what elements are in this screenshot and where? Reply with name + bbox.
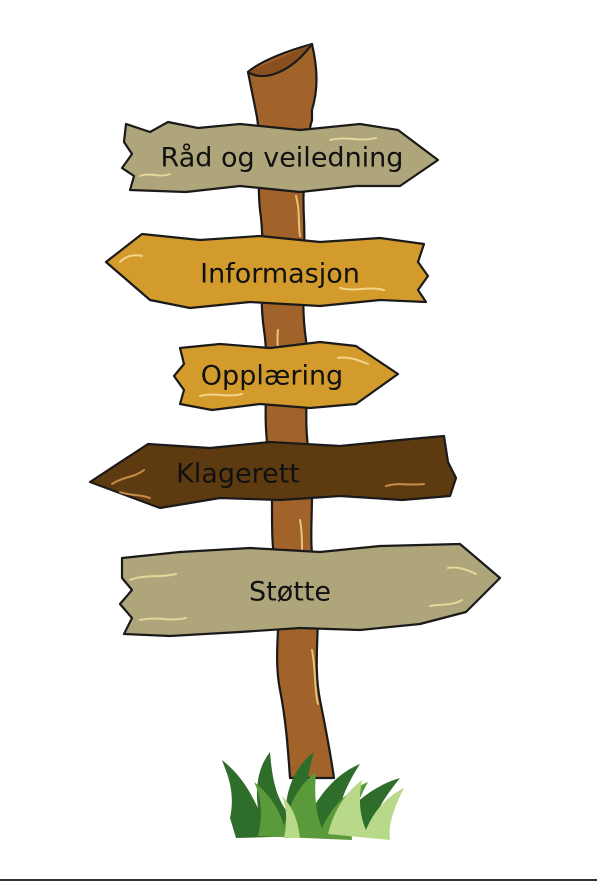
sign-label-stotte: Støtte (249, 577, 331, 608)
sign-label-opplaering: Opplæring (201, 361, 343, 392)
sign-stotte: Støtte (118, 542, 502, 638)
grass-tuft (222, 752, 404, 840)
sign-opplaering: Opplæring (172, 340, 400, 412)
sign-rad-og-veiledning: Råd og veiledning (120, 120, 440, 194)
sign-label-informasjon: Informasjon (200, 259, 360, 290)
sign-label-klagerett: Klagerett (176, 459, 300, 490)
sign-klagerett: Klagerett (88, 434, 458, 510)
sign-informasjon: Informasjon (104, 232, 430, 310)
sign-label-rad-og-veiledning: Råd og veiledning (161, 143, 404, 174)
